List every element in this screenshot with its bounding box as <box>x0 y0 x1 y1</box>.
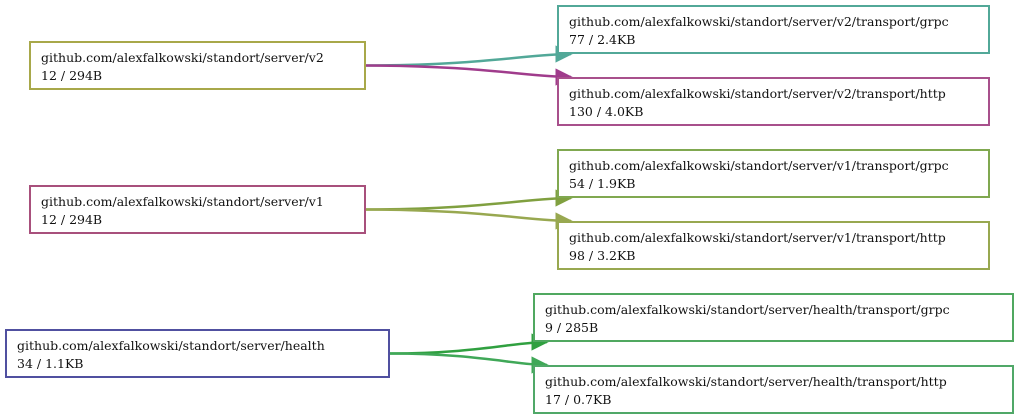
node-stats: 9 / 285B <box>545 320 599 335</box>
node-stats: 130 / 4.0KB <box>569 104 644 119</box>
node-package-label: github.com/alexfalkowski/standort/server… <box>569 230 946 245</box>
node-package-label: github.com/alexfalkowski/standort/server… <box>569 86 946 101</box>
node-stats: 34 / 1.1KB <box>17 356 84 371</box>
node-package-label: github.com/alexfalkowski/standort/server… <box>41 50 324 65</box>
node-server-v2-transport-http[interactable]: github.com/alexfalkowski/standort/server… <box>557 77 990 126</box>
node-server-health-transport-grpc[interactable]: github.com/alexfalkowski/standort/server… <box>533 293 1014 342</box>
node-stats: 12 / 294B <box>41 68 103 83</box>
node-server-v2-transport-grpc[interactable]: github.com/alexfalkowski/standort/server… <box>557 5 990 54</box>
node-stats: 98 / 3.2KB <box>569 248 636 263</box>
node-package-label: github.com/alexfalkowski/standort/server… <box>545 302 950 317</box>
node-server-v1-transport-http[interactable]: github.com/alexfalkowski/standort/server… <box>557 221 990 270</box>
edge-server-health-to-server-health-http <box>389 352 549 374</box>
node-package-label: github.com/alexfalkowski/standort/server… <box>569 158 949 173</box>
edge-server-v1-to-server-v1-http <box>365 208 573 230</box>
edge-server-v1-to-server-v1-grpc <box>365 189 573 211</box>
edge-server-v2-to-server-v2-http <box>365 64 573 86</box>
node-stats: 17 / 0.7KB <box>545 392 612 407</box>
node-server-v1[interactable]: github.com/alexfalkowski/standort/server… <box>29 185 366 234</box>
node-stats: 77 / 2.4KB <box>569 32 636 47</box>
node-stats: 54 / 1.9KB <box>569 176 636 191</box>
node-server-v1-transport-grpc[interactable]: github.com/alexfalkowski/standort/server… <box>557 149 990 198</box>
node-package-label: github.com/alexfalkowski/standort/server… <box>17 338 325 353</box>
node-server-v2[interactable]: github.com/alexfalkowski/standort/server… <box>29 41 366 90</box>
node-package-label: github.com/alexfalkowski/standort/server… <box>41 194 324 209</box>
node-server-health[interactable]: github.com/alexfalkowski/standort/server… <box>5 329 390 378</box>
node-stats: 12 / 294B <box>41 212 103 227</box>
edge-server-v2-to-server-v2-grpc <box>365 45 573 67</box>
node-server-health-transport-http[interactable]: github.com/alexfalkowski/standort/server… <box>533 365 1014 414</box>
edge-server-health-to-server-health-grpc <box>389 333 549 355</box>
node-package-label: github.com/alexfalkowski/standort/server… <box>569 14 949 29</box>
node-package-label: github.com/alexfalkowski/standort/server… <box>545 374 947 389</box>
